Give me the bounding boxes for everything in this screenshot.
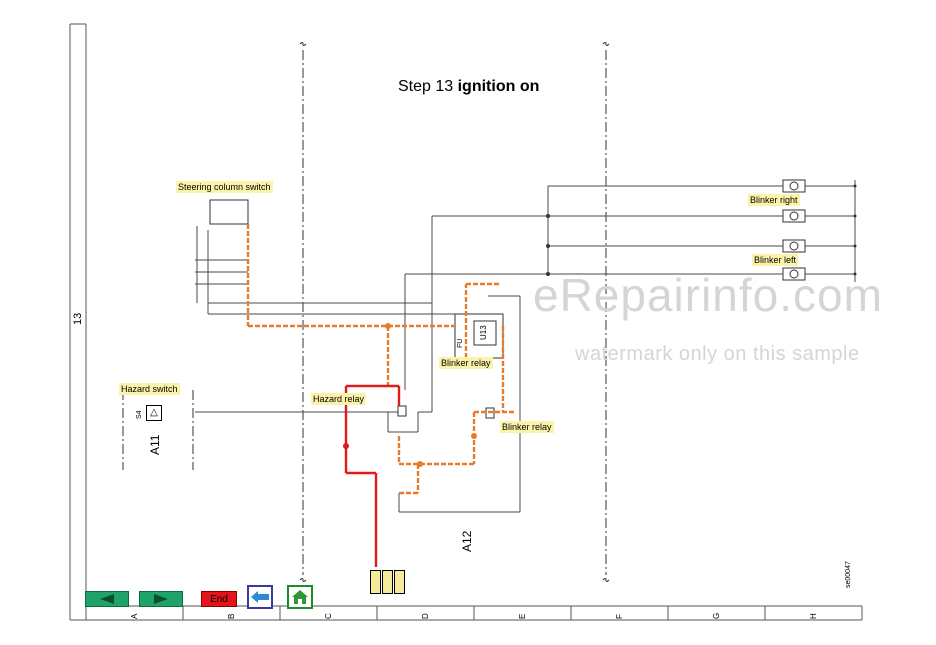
grid-column-f: F bbox=[615, 614, 624, 619]
active-nodes bbox=[343, 323, 477, 467]
junction-dots bbox=[546, 184, 857, 276]
arrow-right-icon bbox=[154, 594, 168, 604]
home-button[interactable] bbox=[287, 585, 313, 609]
page-number: 13 bbox=[72, 312, 84, 325]
grid-column-b: B bbox=[227, 613, 236, 619]
back-arrow-icon bbox=[251, 591, 269, 603]
previous-button[interactable] bbox=[85, 591, 129, 607]
end-button[interactable]: End bbox=[201, 591, 237, 607]
step-title: Step 13 ignition on bbox=[398, 78, 539, 96]
connector-block-1 bbox=[370, 570, 381, 594]
designator-a11: A11 bbox=[148, 434, 162, 455]
watermark-sub: watermark only on this sample bbox=[575, 343, 860, 365]
designator-s4: S4 bbox=[136, 410, 143, 419]
grid-column-e: E bbox=[518, 613, 527, 619]
label-hazard-relay: Hazard relay bbox=[311, 393, 367, 405]
connector-block-2 bbox=[382, 570, 393, 594]
back-button[interactable] bbox=[247, 585, 273, 609]
next-button[interactable] bbox=[139, 591, 183, 607]
break-marks bbox=[299, 42, 610, 582]
label-hazard-switch: Hazard switch bbox=[119, 383, 180, 395]
section-separators bbox=[122, 50, 607, 575]
label-blinker-relay-top: Blinker relay bbox=[439, 357, 493, 369]
watermark-main: eRepairinfo.com bbox=[533, 269, 883, 321]
end-button-label: End bbox=[210, 593, 228, 605]
designator-a12: A12 bbox=[460, 530, 474, 552]
grid-column-d: D bbox=[421, 613, 430, 619]
label-steering-column-switch: Steering column switch bbox=[176, 181, 273, 193]
arrow-left-icon bbox=[100, 594, 114, 604]
grid-column-c: C bbox=[324, 613, 333, 619]
label-blinker-relay-right: Blinker relay bbox=[500, 421, 554, 433]
hazard-triangle-icon: △ bbox=[146, 405, 162, 421]
grid-column-g: G bbox=[712, 612, 721, 619]
grid-column-a: A bbox=[130, 613, 139, 619]
reference-code: se00047 bbox=[845, 561, 852, 588]
home-icon bbox=[292, 590, 308, 604]
live-wires bbox=[344, 384, 401, 567]
grid-column-h: H bbox=[809, 613, 818, 619]
label-blinker-left: Blinker left bbox=[752, 254, 799, 266]
step-title-prefix: Step 13 bbox=[398, 78, 454, 95]
designator-fu: FU bbox=[457, 338, 464, 348]
label-blinker-right: Blinker right bbox=[748, 194, 800, 206]
connector-block-3 bbox=[394, 570, 405, 594]
lamp-symbols bbox=[782, 179, 806, 281]
designator-u13: U13 bbox=[479, 325, 488, 340]
step-title-bold: ignition on bbox=[457, 78, 540, 95]
